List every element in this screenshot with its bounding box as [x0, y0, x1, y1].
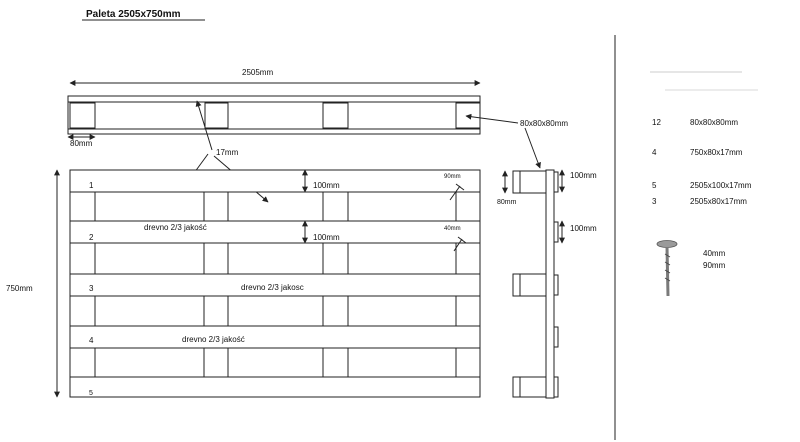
- part-qty: 5: [652, 181, 657, 190]
- stringer-block: [203, 242, 229, 275]
- part-qty: 12: [652, 118, 661, 127]
- stringer-block: [203, 347, 229, 378]
- stringer-block: [322, 347, 349, 378]
- stringer-block: [322, 242, 349, 275]
- part-size: 2505x80x17mm: [690, 197, 747, 206]
- part-size: 750x80x17mm: [690, 148, 743, 157]
- nail-icon: [656, 240, 678, 297]
- board-thickness-label: 17mm: [216, 148, 239, 157]
- nail-icon: [449, 183, 465, 201]
- side-tab: [553, 274, 559, 296]
- deck-board: [69, 169, 481, 193]
- side-view: [512, 169, 559, 399]
- stringer-block: [322, 295, 349, 327]
- side-tab: [553, 171, 559, 193]
- stringer-block: [69, 242, 96, 275]
- nail-spec: 90mm: [703, 261, 726, 270]
- stringer-block: [455, 347, 481, 378]
- part-qty: 4: [652, 148, 657, 157]
- side-tab: [553, 326, 559, 348]
- deck-board: [69, 325, 481, 349]
- stringer-block: [455, 242, 481, 275]
- stringer-block: [69, 347, 96, 378]
- side-block: [512, 273, 547, 297]
- block-size-leader: [465, 113, 519, 124]
- board-number: 4: [89, 336, 94, 345]
- stringer-block: [203, 295, 229, 327]
- block-size-leader: [524, 127, 541, 169]
- side-height-label: 80mm: [497, 199, 517, 206]
- nail-length-label: 90mm: [444, 174, 461, 180]
- board-number: 5: [89, 390, 93, 397]
- stringer-block: [322, 191, 349, 222]
- block-size-label: 80x80x80mm: [520, 119, 568, 128]
- wood-grade-label: drevno 2/3 jakość: [182, 335, 245, 344]
- top-block: [204, 102, 229, 129]
- stringer-block: [455, 191, 481, 222]
- top-block: [69, 102, 96, 129]
- overall-width-label: 2505mm: [242, 68, 273, 77]
- board-number: 3: [89, 284, 94, 293]
- stringer-block: [455, 295, 481, 327]
- stringer-block: [69, 191, 96, 222]
- part-qty: 3: [652, 197, 657, 206]
- thickness-leader: [195, 100, 213, 151]
- left-offset-label: 80mm: [70, 139, 93, 148]
- side-tab: [553, 221, 559, 243]
- nail-icon: [453, 236, 467, 252]
- side-block: [512, 170, 547, 194]
- side-board: [545, 169, 555, 399]
- top-view: [67, 95, 481, 135]
- side-gap2-label: 100mm: [570, 224, 597, 233]
- nail-length-label: 40mm: [444, 226, 461, 232]
- gap1-label: 100mm: [313, 181, 340, 190]
- front-view: [69, 169, 481, 398]
- overall-height-label: 750mm: [6, 284, 33, 293]
- board-number: 1: [89, 181, 94, 190]
- part-size: 80x80x80mm: [690, 118, 738, 127]
- nail-spec: 40mm: [703, 249, 726, 258]
- part-size: 2505x100x17mm: [690, 181, 752, 190]
- deck-board: [69, 273, 481, 297]
- drawing-title: Paleta 2505x750mm: [86, 9, 181, 20]
- parts-list: 12 80x80x80mm 4 750x80x17mm 5 2505x100x1…: [650, 71, 758, 206]
- gap2-label: 100mm: [313, 233, 340, 242]
- stringer-block: [69, 295, 96, 327]
- top-block: [322, 102, 349, 129]
- side-block: [512, 376, 547, 398]
- top-block: [455, 102, 481, 129]
- stringer-block: [203, 191, 229, 222]
- side-tab: [553, 376, 559, 398]
- wood-grade-label: drevno 2/3 jakość: [144, 223, 207, 232]
- side-gap1-label: 100mm: [570, 171, 597, 180]
- board-number: 2: [89, 233, 94, 242]
- deck-board: [69, 376, 481, 398]
- deck-board: [69, 220, 481, 244]
- wood-grade-label: drevno 2/3 jakosc: [241, 283, 304, 292]
